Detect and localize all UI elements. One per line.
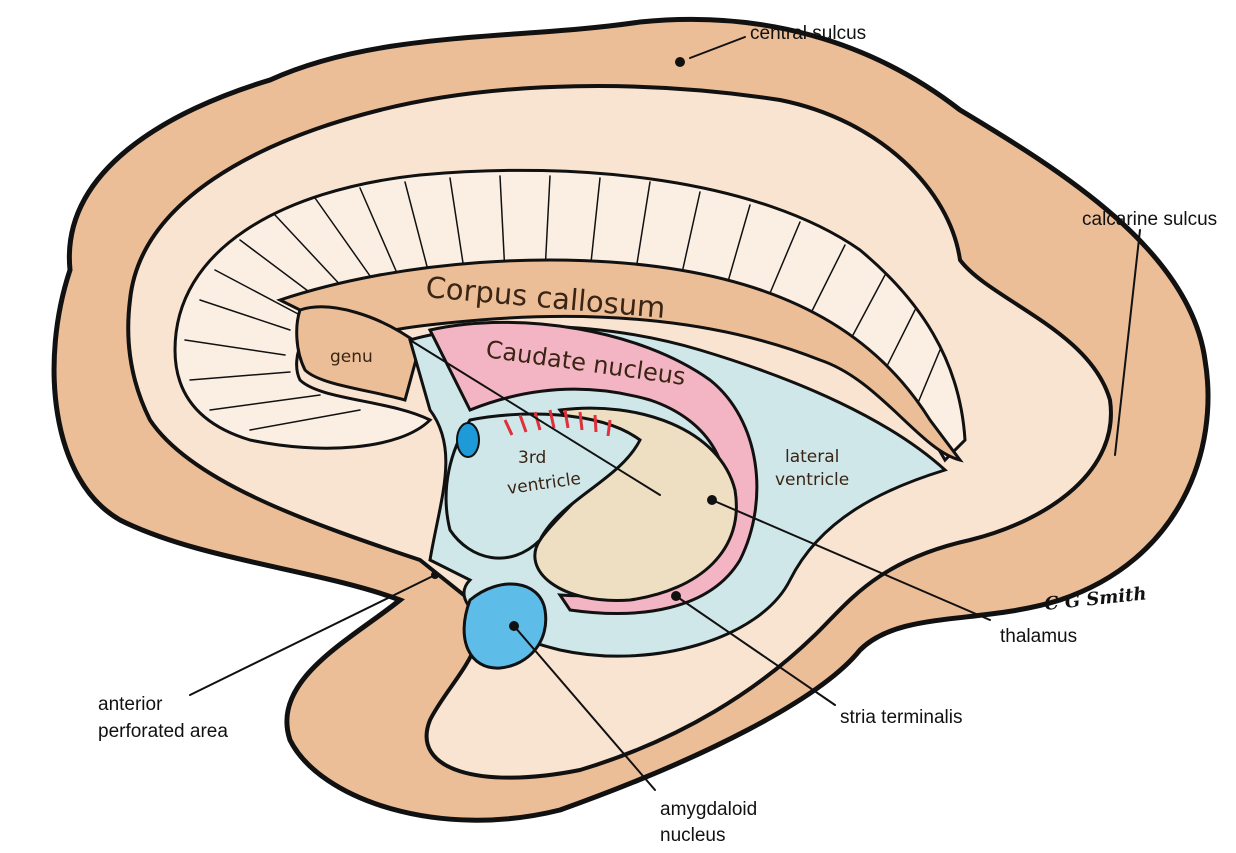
label-anterior-perforated-area: perforated area — [98, 721, 228, 742]
corpus-callosum — [276, 258, 964, 463]
fiber-striations — [184, 175, 941, 431]
label-thalamus: thalamus — [1000, 626, 1077, 647]
genu — [295, 305, 422, 402]
thalamus — [533, 406, 738, 602]
leader-lines — [189, 36, 1141, 791]
blue-spot — [456, 422, 480, 458]
label-genu: genu — [330, 347, 373, 367]
label-amygdaloid-nucleus: nucleus — [660, 825, 726, 846]
third-ventricle — [444, 412, 642, 560]
label-lateral: lateral — [785, 447, 839, 467]
label-stria-terminalis: stria terminalis — [840, 707, 962, 728]
label-lateral-ventricle: ventricle — [775, 470, 849, 490]
red-fibers — [503, 409, 612, 437]
caudate-nucleus — [427, 320, 759, 615]
label-calcarine-sulcus: calcarine sulcus — [1082, 209, 1217, 230]
central-sulcus-mark — [675, 57, 685, 67]
label-anterior: anterior — [98, 694, 163, 715]
amygdaloid-nucleus — [462, 582, 548, 670]
label-central-sulcus: central sulcus — [750, 23, 866, 44]
label-amygdaloid: amygdaloid — [660, 799, 757, 820]
label-3rd: 3rd — [518, 448, 546, 468]
